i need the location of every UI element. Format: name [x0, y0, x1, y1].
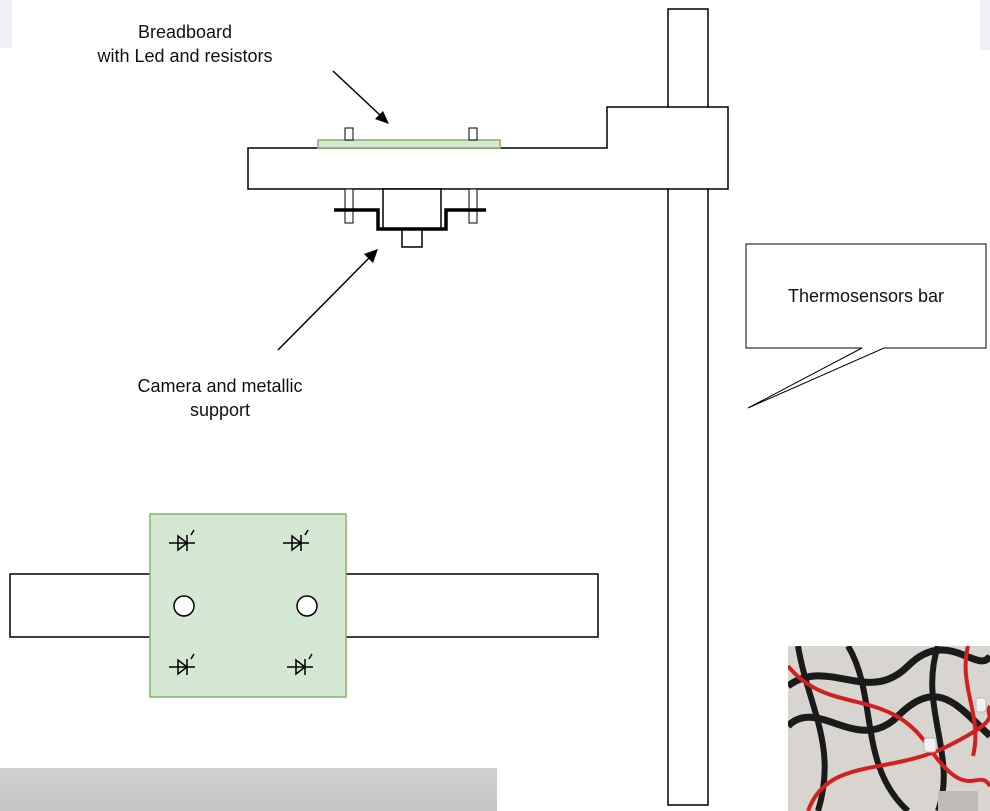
photo-edge-top-right [980, 0, 990, 50]
breadboard-label-line2: with Led and resistors [97, 46, 273, 66]
thermosensors-label: Thermosensors bar [787, 286, 945, 306]
screw-bottom-right [468, 188, 478, 224]
arrow-to-breadboard [332, 70, 389, 124]
camera-lens [401, 228, 423, 248]
metallic-support [334, 208, 486, 231]
screw-top-right [468, 127, 478, 141]
cables-photo [788, 646, 990, 811]
camera-label-line1: Camera and metallic [137, 376, 303, 396]
led-diode-icon-top-right [283, 529, 309, 552]
breadboard-label-line1: Breadboard [137, 22, 233, 42]
arrow-to-camera [277, 249, 378, 351]
hole-circle-right [296, 595, 318, 617]
thermosensors-callout [745, 243, 987, 409]
camera-label: Camera and metallic support [95, 374, 345, 422]
led-diode-icon-bottom-left [169, 653, 195, 676]
photo-fragment-bottom [0, 768, 497, 811]
screw-top-left [344, 127, 354, 141]
camera-label-line2: support [189, 400, 251, 420]
photo-edge-top-left [0, 0, 12, 48]
led-diode-icon-bottom-right [287, 653, 313, 676]
led-diode-icon-top-left [169, 529, 195, 552]
camera-body [382, 188, 442, 230]
hole-circle-left [173, 595, 195, 617]
screw-bottom-left [344, 188, 354, 224]
breadboard-label: Breadboard with Led and resistors [60, 20, 310, 68]
breadboard-top [317, 139, 501, 149]
